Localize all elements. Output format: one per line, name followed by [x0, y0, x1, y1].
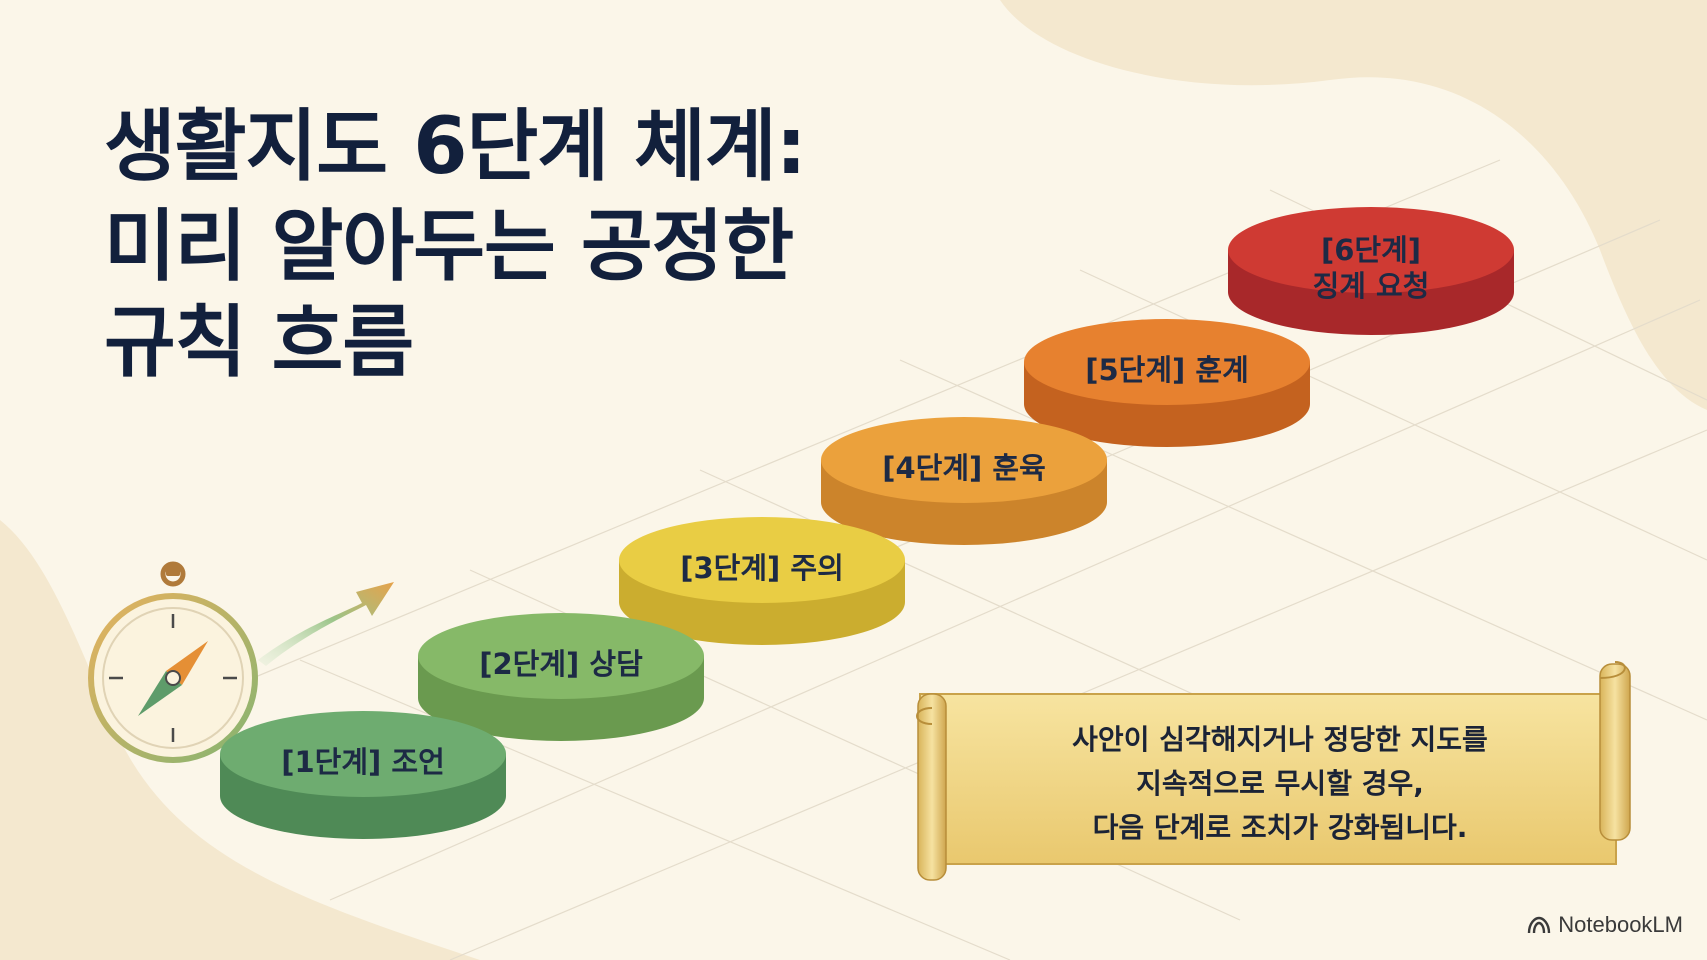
step-1-disc: [220, 711, 506, 839]
background-blob-bottom-left: [0, 520, 480, 960]
step-6-label: [6단계] 징계 요청: [1312, 232, 1430, 303]
scroll-note-line-3: 다음 단계로 조치가 강화됩니다.: [1092, 811, 1468, 844]
step-5-disc: [1024, 319, 1310, 447]
step-6-disc: [1228, 207, 1514, 335]
step-3-label: [3단계] 주의: [680, 550, 844, 585]
scroll-banner: [916, 661, 1631, 881]
page-title-line-2: 미리 알아두는 공정한: [104, 202, 794, 292]
background-blob-top-right: [1000, 0, 1707, 410]
step-5-label: [5단계] 훈계: [1085, 352, 1249, 387]
scroll-note-line-2: 지속적으로 무시할 경우,: [1136, 767, 1424, 800]
brand-watermark: NotebookLM: [1526, 912, 1683, 938]
scroll-note: 사안이 심각해지거나 정당한 지도를 지속적으로 무시할 경우, 다음 단계로 …: [960, 718, 1600, 850]
brand-name: NotebookLM: [1558, 912, 1683, 937]
arrow-up-right-icon: [258, 582, 394, 666]
notebooklm-logo-icon: [1528, 916, 1551, 934]
step-1-label: [1단계] 조언: [281, 744, 445, 779]
step-3-disc: [619, 517, 905, 645]
compass-icon: [88, 561, 258, 763]
step-4-disc: [821, 417, 1107, 545]
page-title-line-1: 생활지도 6단계 체계:: [104, 102, 807, 192]
step-2-disc: [418, 613, 704, 741]
page-title-line-3: 규칙 흐름: [104, 298, 414, 388]
step-2-label: [2단계] 상담: [479, 646, 643, 681]
scroll-note-line-1: 사안이 심각해지거나 정당한 지도를: [1072, 723, 1488, 756]
step-4-label: [4단계] 훈육: [882, 450, 1046, 485]
